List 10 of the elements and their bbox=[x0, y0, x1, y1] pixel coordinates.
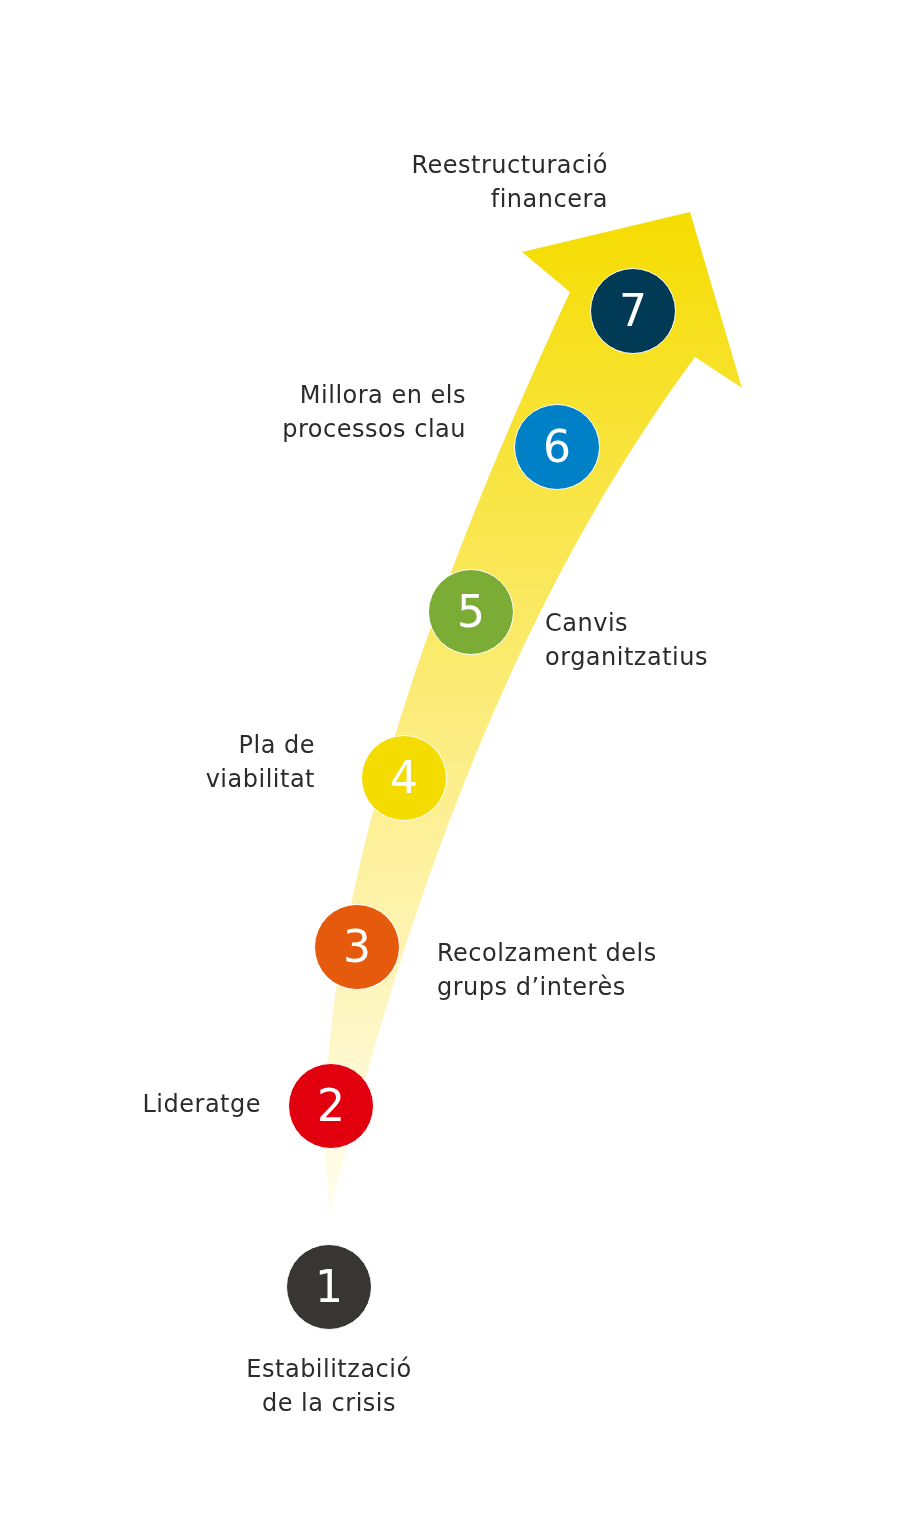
number-circle: 3 bbox=[314, 904, 400, 990]
step-label: Canvis organitzatius bbox=[545, 608, 709, 673]
step-label: Reestructuració financera bbox=[410, 150, 608, 215]
step-label: Lideratge bbox=[141, 1089, 261, 1120]
step-label: Recolzament dels grups d’interès bbox=[437, 938, 658, 1003]
number-circle: 2 bbox=[288, 1063, 374, 1149]
step-label: Millora en els processos clau bbox=[281, 380, 466, 445]
step-label: Pla de viabilitat bbox=[204, 730, 315, 795]
number-circle: 1 bbox=[286, 1244, 372, 1330]
step-label: Estabilització de la crisis bbox=[245, 1354, 413, 1419]
